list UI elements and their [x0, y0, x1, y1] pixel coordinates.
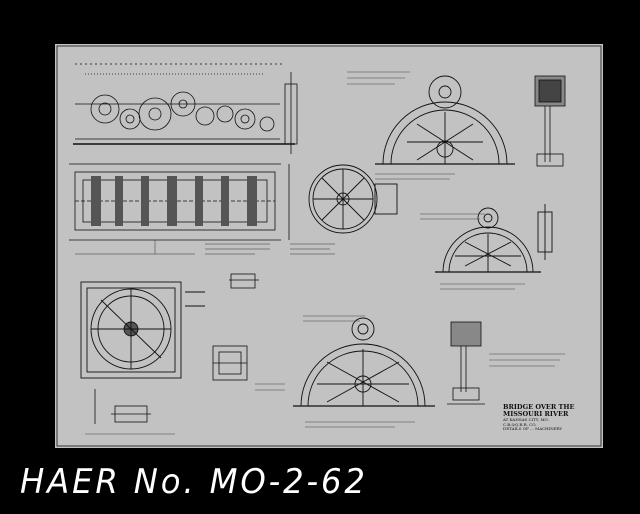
- title-block-main: BRIDGE OVER THE MISSOURI RIVER: [503, 403, 575, 419]
- lower-vertical-assembly: [447, 321, 485, 405]
- square-housing-plan: [80, 281, 205, 379]
- large-pulley-top: [375, 75, 515, 165]
- title-block: BRIDGE OVER THE MISSOURI RIVER AT KANSAS…: [503, 403, 599, 432]
- small-handwheel: [308, 164, 398, 234]
- haer-caption: HAER No. MO-2-62: [20, 462, 368, 502]
- drawing-canvas: [55, 44, 603, 448]
- key-detail: [94, 273, 259, 424]
- title-block-line4: DETAILS OF ... MACHINERY: [503, 426, 563, 432]
- large-pulley-bottom: [293, 317, 435, 407]
- vertical-shaft-assembly: [534, 75, 566, 167]
- drawing-notes: [85, 71, 565, 435]
- gear-train-elevation: [73, 63, 298, 154]
- title-block-line3: C.B.&Q.R.R. CO.: [503, 421, 537, 427]
- blueprint-sheet: BRIDGE OVER THE MISSOURI RIVER AT KANSAS…: [55, 44, 603, 448]
- gearbox-plan-view: [69, 163, 290, 241]
- title-block-line2: AT KANSAS CITY, MO.: [503, 417, 549, 423]
- medium-pulley-right: [435, 204, 553, 273]
